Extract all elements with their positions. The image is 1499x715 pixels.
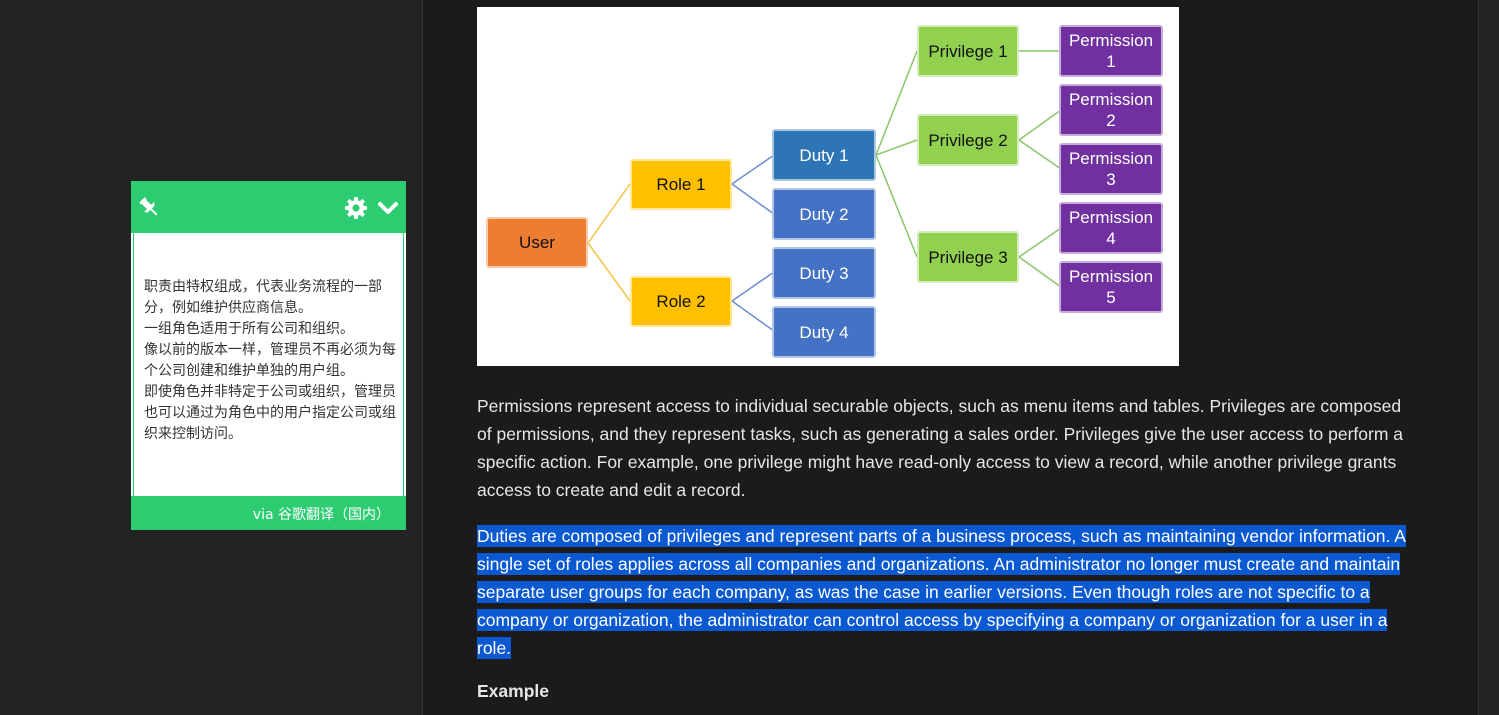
translation-text: 职责由特权组成，代表业务流程的一部分，例如维护供应商信息。 一组角色适用于所有公… [144, 277, 396, 445]
connector-line [1018, 227, 1062, 258]
connector-line [587, 242, 631, 302]
section-heading-example: Example [477, 681, 549, 701]
translation-line: 像以前的版本一样，管理员不再必须为每个公司创建和维护单独的用户组。 [144, 342, 396, 379]
translation-line: 即使角色并非特定于公司或组织，管理员也可以通过为角色中的用户指定公司或组织来控制… [144, 384, 396, 442]
connector-line [587, 183, 631, 244]
connector-line [731, 300, 775, 332]
diagram-connectors [587, 50, 1062, 332]
node-privilege-3: Privilege 3 [917, 231, 1019, 283]
right-pane [1479, 0, 1499, 715]
connector-line [875, 139, 918, 156]
node-role-1: Role 1 [630, 159, 732, 210]
connector-line [1018, 109, 1062, 141]
node-duty-3: Duty 3 [772, 247, 876, 299]
connector-line [875, 154, 918, 258]
node-duty-1: Duty 1 [772, 129, 876, 181]
node-permission-4: Permission 4 [1059, 202, 1163, 254]
translator-footer: via 谷歌翻译（国内） [131, 496, 406, 530]
node-permission-3: Permission 3 [1059, 143, 1163, 195]
connector-line [1018, 139, 1062, 170]
node-permission-2: Permission 2 [1059, 84, 1163, 136]
node-privilege-2: Privilege 2 [917, 114, 1019, 166]
node-role-2: Role 2 [630, 276, 732, 327]
chevron-down-icon[interactable] [376, 196, 400, 220]
translator-header [131, 181, 406, 233]
security-hierarchy-diagram: User Role 1 Role 2 Duty 1 Duty 2 Duty 3 … [477, 7, 1179, 366]
pane-divider [422, 0, 423, 715]
node-duty-2: Duty 2 [772, 188, 876, 240]
pin-icon[interactable] [137, 195, 161, 219]
node-privilege-1: Privilege 1 [917, 25, 1019, 77]
translation-source-link[interactable]: via 谷歌翻译（国内） [252, 507, 390, 523]
translation-line: 一组角色适用于所有公司和组织。 [144, 321, 354, 337]
paragraph-duties: Duties are composed of privileges and re… [477, 522, 1407, 662]
node-permission-1: Permission 1 [1059, 25, 1163, 77]
gear-icon[interactable] [344, 196, 368, 220]
translator-body: 职责由特权组成，代表业务流程的一部分，例如维护供应商信息。 一组角色适用于所有公… [133, 233, 404, 496]
translation-line: 职责由特权组成，代表业务流程的一部分，例如维护供应商信息。 [144, 279, 382, 316]
translator-popup: 职责由特权组成，代表业务流程的一部分，例如维护供应商信息。 一组角色适用于所有公… [131, 181, 406, 530]
paragraph-permissions: Permissions represent access to individu… [477, 396, 1404, 500]
connector-line [875, 50, 918, 156]
node-duty-4: Duty 4 [772, 306, 876, 358]
selected-text[interactable]: Duties are composed of privileges and re… [477, 525, 1406, 659]
connector-line [731, 183, 775, 215]
node-permission-5: Permission 5 [1059, 261, 1163, 313]
connector-line [1018, 256, 1062, 288]
node-user: User [486, 217, 588, 268]
pane-divider [1478, 0, 1479, 715]
connector-line [731, 154, 775, 185]
connector-line [731, 271, 775, 302]
